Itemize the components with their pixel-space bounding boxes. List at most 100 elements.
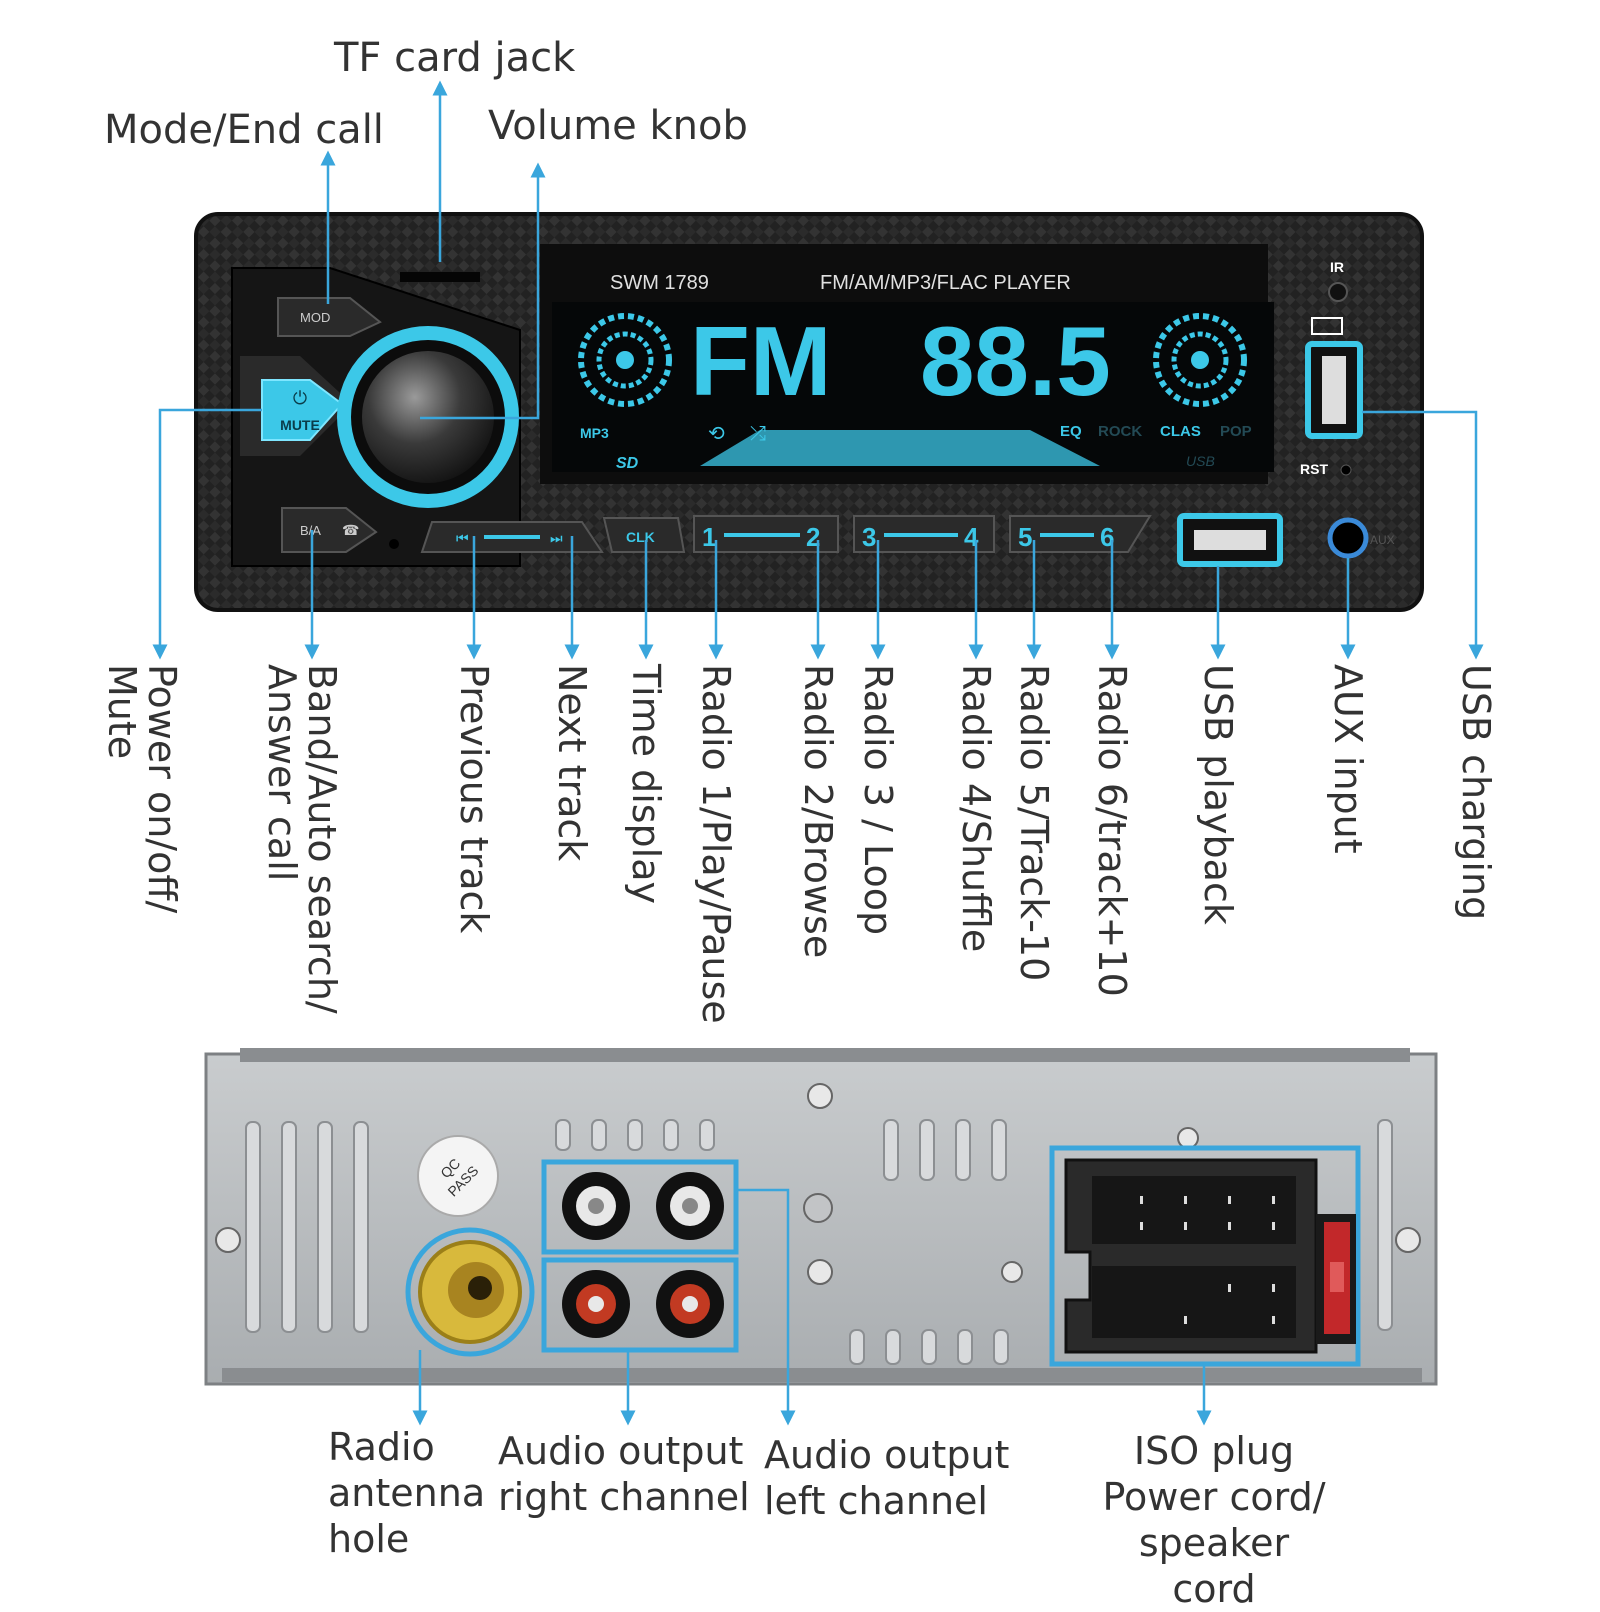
- label-mode-end-call: Mode/End call: [104, 107, 384, 153]
- reset-hole[interactable]: [1340, 464, 1352, 476]
- vent-slots: [245, 1119, 1393, 1365]
- preset-1-2-bar: [724, 533, 800, 537]
- label-band-auto-search: Band/Auto search/ Answer call: [260, 664, 344, 1014]
- label-radio-3: Radio 3 / Loop: [856, 664, 900, 936]
- antenna-socket[interactable]: [405, 1227, 535, 1357]
- rear-panel-bottom-rail: [222, 1368, 1422, 1382]
- phone-icon: ☎: [342, 522, 359, 538]
- preset-5-6-button[interactable]: 5 6: [1009, 515, 1152, 553]
- battery-icon: [1311, 317, 1343, 335]
- usb-charging-connector: [1322, 356, 1346, 424]
- label-radio-4: Radio 4/Shuffle: [954, 664, 998, 953]
- loop-icon: ⟲: [708, 423, 725, 445]
- label-band-line-2: Answer call: [260, 664, 304, 882]
- label-volume-knob: Volume knob: [488, 103, 748, 149]
- label-right-line-1: Audio output: [498, 1429, 744, 1473]
- clk-button[interactable]: CLK: [602, 517, 686, 553]
- label-aux-input: AUX input: [1326, 664, 1370, 854]
- iso-connector[interactable]: [1064, 1158, 1318, 1354]
- lcd-left-speaker: [578, 313, 672, 407]
- preset-3-4-bar: [884, 533, 958, 537]
- label-iso-line-2: Power cord/: [1102, 1475, 1326, 1519]
- tf-card-slot[interactable]: [400, 272, 480, 282]
- preset-5-label: 5: [1018, 522, 1032, 552]
- label-usb-charging: USB charging: [1454, 664, 1498, 921]
- rst-label: RST: [1300, 461, 1328, 477]
- rca-left-white-1[interactable]: [562, 1172, 630, 1240]
- lcd-frequency: 88.5: [920, 306, 1111, 416]
- lcd-right-speaker: [1153, 313, 1247, 407]
- label-right-line-2: right channel: [498, 1475, 750, 1519]
- lcd-band: FM: [690, 306, 832, 416]
- rca-right-red-2[interactable]: [656, 1270, 724, 1338]
- rca-right-box: [541, 1257, 739, 1353]
- label-radio-5: Radio 5/Track-10: [1012, 664, 1056, 982]
- label-radio-1: Radio 1/Play/Pause: [694, 664, 738, 1024]
- fuse[interactable]: [1316, 1214, 1356, 1344]
- band-button-label: B/A: [300, 523, 321, 538]
- mic-hole: [389, 539, 399, 549]
- label-time-display: Time display: [624, 664, 668, 905]
- power-icon: ⏻: [293, 388, 307, 408]
- next-track-icon: ⏭: [550, 530, 563, 546]
- lcd-clas-indicator: CLAS: [1160, 423, 1201, 440]
- label-antenna-line-1: Radio: [328, 1425, 435, 1469]
- label-left-line-2: left channel: [764, 1479, 988, 1523]
- label-left-line-1: Audio output: [764, 1433, 1010, 1477]
- label-radio-6: Radio 6/track+10: [1090, 664, 1134, 997]
- player-type: FM/AM/MP3/FLAC PLAYER: [820, 272, 1071, 294]
- rca-left-white-2[interactable]: [656, 1172, 724, 1240]
- preset-5-6-bar: [1040, 533, 1094, 537]
- screw-icons: [215, 1083, 1421, 1285]
- label-audio-output-right: Audio output right channel: [498, 1428, 750, 1520]
- lcd-usb-indicator: USB: [1186, 453, 1215, 469]
- rear-panel-top-rail: [240, 1048, 1410, 1062]
- power-mute-button[interactable]: ⏻ MUTE: [240, 356, 352, 456]
- label-iso-line-1: ISO plug: [1133, 1429, 1295, 1473]
- label-iso-plug: ISO plug Power cord/ speaker cord: [1096, 1428, 1332, 1612]
- lcd-spectrum: [660, 430, 1170, 466]
- lcd-rock-indicator: ROCK: [1098, 423, 1142, 440]
- rca-left-box: [541, 1159, 739, 1255]
- label-radio-2: Radio 2/Browse: [796, 664, 840, 959]
- callout-arrows: [152, 80, 1484, 1426]
- label-band-line-1: Band/Auto search/: [300, 664, 344, 1014]
- preset-3-label: 3: [862, 522, 876, 552]
- band-answer-button[interactable]: B/A ☎: [281, 507, 378, 553]
- aux-label: AUX: [1370, 533, 1395, 547]
- label-radio-antenna-hole: Radio antenna hole: [328, 1424, 485, 1562]
- label-antenna-line-3: hole: [328, 1517, 410, 1561]
- rear-panel: QC PASS: [204, 1048, 1438, 1386]
- label-usb-playback: USB playback: [1196, 664, 1240, 925]
- lcd-eq-indicator: EQ: [1060, 423, 1082, 440]
- mute-button-label: MUTE: [280, 417, 320, 433]
- label-power-line-2: Mute: [100, 664, 144, 760]
- prev-next-button[interactable]: ⏮ ⏭: [420, 521, 604, 553]
- prev-next-bar: [484, 535, 540, 539]
- iso-pins: [1140, 1196, 1275, 1324]
- front-panel: MOD ⏻ MUTE B/A ☎ SWM 1789 FM/AM/MP3/FLAC…: [194, 212, 1424, 612]
- preset-3-4-button[interactable]: 3 4: [853, 515, 995, 553]
- rca-right-red-1[interactable]: [562, 1270, 630, 1338]
- lcd-sd-indicator: SD: [616, 455, 639, 472]
- preset-1-2-button[interactable]: 1 2: [693, 515, 839, 553]
- ir-label: IR: [1330, 259, 1344, 275]
- qc-pass-sticker: QC PASS: [417, 1135, 499, 1217]
- prev-track-icon: ⏮: [456, 530, 469, 546]
- label-audio-output-left: Audio output left channel: [764, 1432, 1009, 1524]
- label-iso-line-3: speaker cord: [1138, 1521, 1290, 1611]
- ir-sensor: [1328, 282, 1348, 302]
- mode-button[interactable]: MOD: [277, 297, 382, 337]
- lcd-mp3-indicator: MP3: [580, 425, 609, 441]
- lcd-pop-indicator: POP: [1220, 423, 1252, 440]
- label-tf-card-jack: TF card jack: [334, 35, 576, 81]
- aux-jack[interactable]: [1327, 517, 1369, 559]
- mode-button-label: MOD: [300, 310, 330, 325]
- label-next-track: Next track: [550, 664, 594, 862]
- usb-playback-connector: [1194, 530, 1266, 550]
- label-previous-track: Previous track: [452, 664, 496, 934]
- preset-1-label: 1: [702, 522, 716, 552]
- clk-button-label: CLK: [626, 529, 655, 545]
- label-power-mute: Power on/off/ Mute: [100, 664, 184, 913]
